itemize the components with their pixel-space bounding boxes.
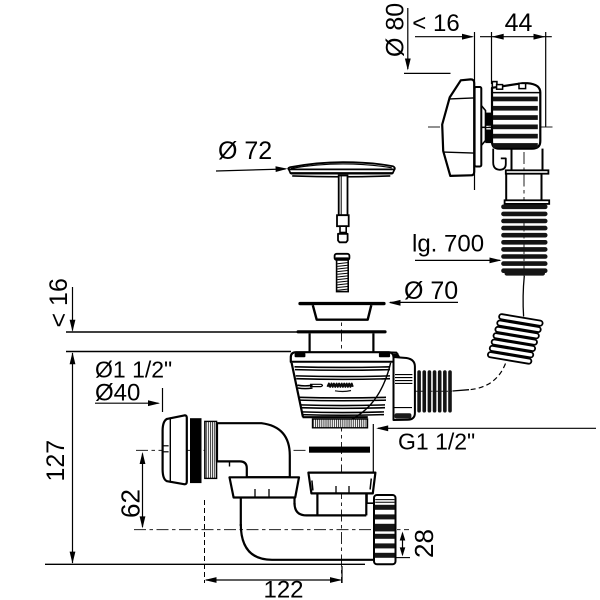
svg-text:122: 122 bbox=[263, 577, 303, 600]
svg-text:G1 1/2": G1 1/2" bbox=[398, 429, 475, 455]
svg-text:Ø 80: Ø 80 bbox=[382, 3, 410, 57]
svg-text:Ø 72: Ø 72 bbox=[218, 137, 272, 165]
svg-text:28: 28 bbox=[409, 529, 439, 558]
svg-text:< 16: < 16 bbox=[45, 278, 73, 327]
svg-text:< 16: < 16 bbox=[412, 10, 459, 37]
svg-text:Ø40: Ø40 bbox=[95, 380, 140, 407]
svg-text:Ø 70: Ø 70 bbox=[404, 277, 458, 305]
svg-text:lg. 700: lg. 700 bbox=[412, 231, 484, 258]
svg-text:62: 62 bbox=[116, 489, 146, 518]
svg-text:127: 127 bbox=[42, 440, 70, 482]
svg-text:Ø1 1/2": Ø1 1/2" bbox=[95, 357, 172, 383]
svg-text:44: 44 bbox=[505, 9, 533, 37]
